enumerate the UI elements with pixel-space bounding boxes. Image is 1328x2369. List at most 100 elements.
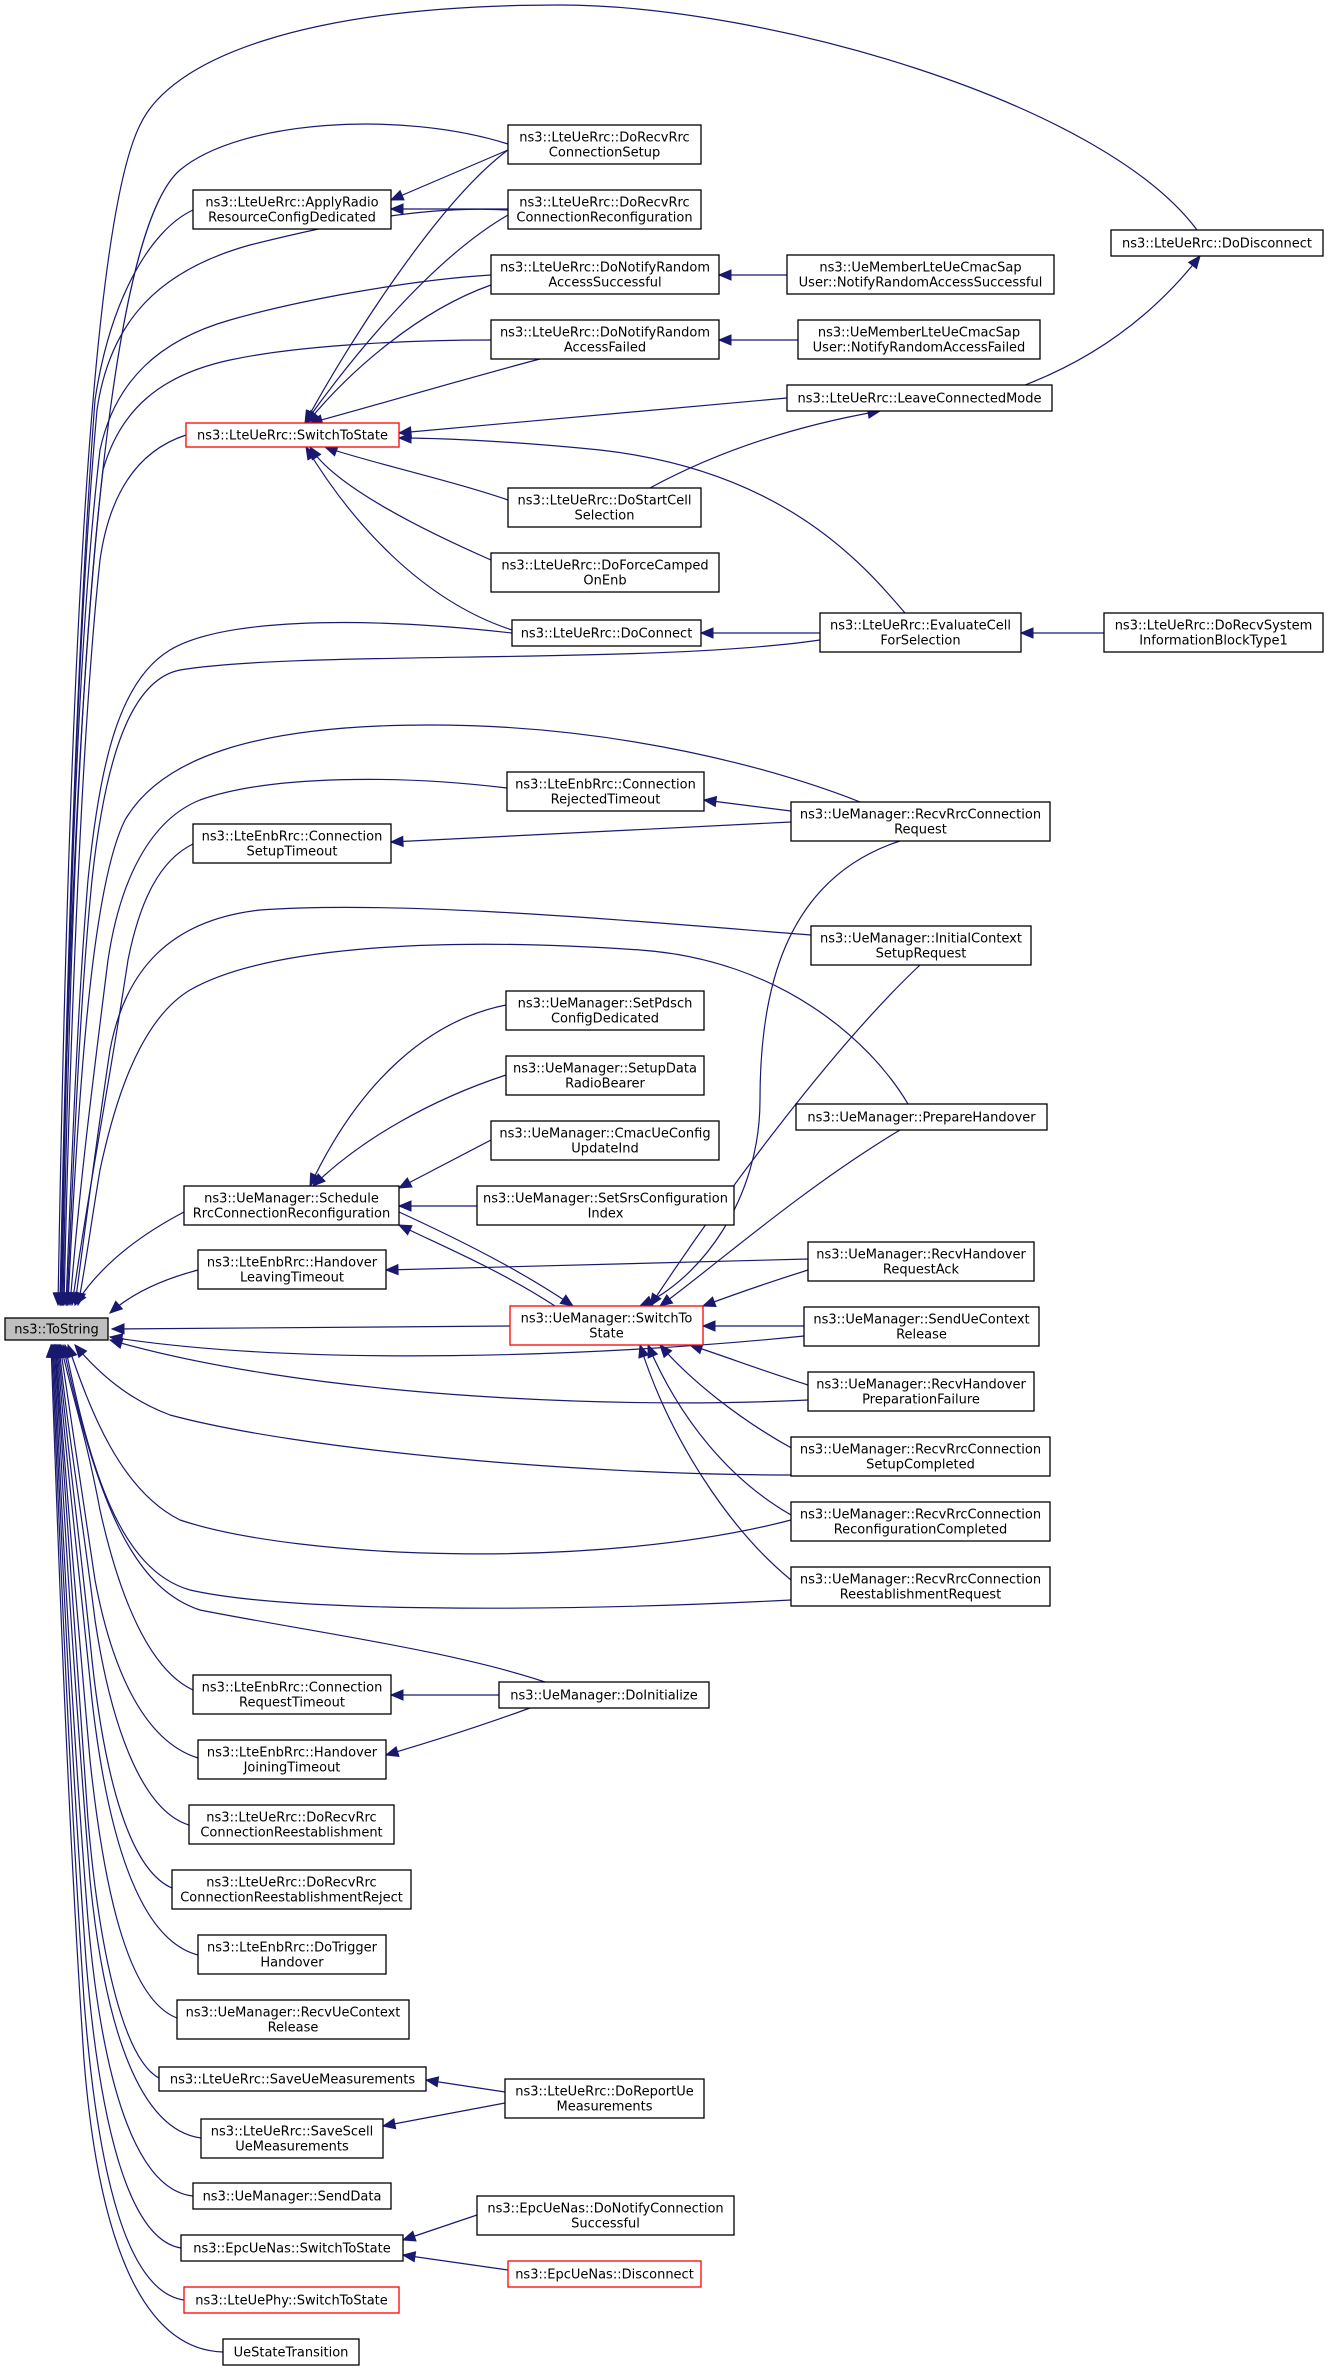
node-doRecvRrcConnReestReject[interactable]: ns3::LteUeRrc::DoRecvRrcConnectionReesta… (171, 1869, 412, 1910)
edge-doReportUeMeas-to-saveScellUeMeas (382, 2102, 506, 2127)
edge-doTriggerHandover-to-tostring (56, 1344, 199, 1956)
node-recvRrcConnSetupCompleted[interactable]: ns3::UeManager::RecvRrcConnectionSetupCo… (790, 1436, 1051, 1477)
node-connRejectedTimeout[interactable]: ns3::LteEnbRrc::ConnectionRejectedTimeou… (506, 771, 705, 812)
arrowhead-epcDoNotifyConnSucc-to-epcSwitchToState (401, 2230, 417, 2242)
node-doRecvRrcConnReconf[interactable]: ns3::LteUeRrc::DoRecvRrcConnectionReconf… (507, 189, 702, 230)
node-phySwitchToState[interactable]: ns3::LteUePhy::SwitchToState (183, 2286, 400, 2314)
node-ueSwitchToState[interactable]: ns3::LteUeRrc::SwitchToState (185, 422, 400, 448)
node-doNotifyRASucc[interactable]: ns3::LteUeRrc::DoNotifyRandomAccessSucce… (490, 254, 720, 295)
node-sendData[interactable]: ns3::UeManager::SendData (192, 2182, 392, 2210)
edge-doNotifyRASucc-to-tostring (61, 274, 492, 1306)
node-initialCtxSetup[interactable]: ns3::UeManager::InitialContextSetupReque… (810, 925, 1032, 966)
edge-connRejectedTimeout-to-tostring (69, 778, 508, 1306)
node-doDisconnect[interactable]: ns3::LteUeRrc::DoDisconnect (1110, 229, 1324, 257)
node-label-epcDoNotifyConnSucc: Successful (571, 2217, 640, 2232)
edge-recvHandoverPrepFail-to-umSwitchToState (689, 1344, 809, 1386)
node-box-doTriggerHandover (197, 1934, 387, 1975)
node-label-saveScellUeMeas: UeMeasurements (235, 2140, 349, 2155)
node-umSwitchToState[interactable]: ns3::UeManager::SwitchToState (509, 1305, 704, 1346)
node-recvHandoverPrepFail[interactable]: ns3::UeManager::RecvHandoverPreparationF… (807, 1371, 1035, 1412)
call-nodes: ns3::ToString ns3::LteUeRrc::DoDisconnect… (4, 124, 1324, 2366)
arrowhead-recvRrcConnReestReq-to-umSwitchToState (638, 1343, 650, 1359)
node-label-initialCtxSetup: SetupRequest (876, 947, 967, 962)
arrowhead-setupDataRB-to-scheduleRrcReconf (312, 1173, 326, 1187)
node-box-ueMemberSucc (786, 254, 1055, 295)
node-box-setSrsConfig (476, 1185, 735, 1226)
node-label-handoverLeavingTimeout: LeavingTimeout (240, 1271, 344, 1286)
node-leaveConnected[interactable]: ns3::LteUeRrc::LeaveConnectedMode (786, 384, 1053, 412)
arrowhead-evaluateCell-to-ueSwitchToState (397, 432, 412, 444)
node-doConnect[interactable]: ns3::LteUeRrc::DoConnect (511, 619, 702, 647)
node-doNotifyRAFail[interactable]: ns3::LteUeRrc::DoNotifyRandomAccessFaile… (490, 319, 720, 360)
arrowhead-recvRrcConnRequest-to-connSetupTimeout (389, 835, 404, 848)
node-box-doForceCamped (490, 552, 720, 593)
node-label-recvRrcConnReestReq: ns3::UeManager::RecvRrcConnection (800, 1573, 1041, 1588)
node-label-applyRadio: ResourceConfigDedicated (208, 211, 376, 226)
arrowhead-epcDisconnect-to-epcSwitchToState (401, 2251, 417, 2263)
node-label-doTriggerHandover: Handover (260, 1956, 324, 1971)
node-epcDisconnect[interactable]: ns3::EpcUeNas::Disconnect (507, 2260, 702, 2288)
edge-initialCtxSetup-to-umSwitchToState (649, 964, 921, 1307)
node-tostring[interactable]: ns3::ToString (4, 1317, 109, 1341)
edge-doInitialize-to-tostring (62, 1344, 546, 1683)
node-label-ueMemberSucc: ns3::UeMemberLteUeCmacSap (819, 261, 1021, 276)
edge-recvRrcConnReestReq-to-tostring (64, 1344, 792, 1609)
node-label-epcDisconnect: ns3::EpcUeNas::Disconnect (515, 2268, 694, 2283)
node-doInitialize[interactable]: ns3::UeManager::DoInitialize (498, 1681, 710, 1709)
arrowhead-umSwitchToState-to-scheduleRrcReconf (397, 1224, 413, 1236)
node-recvRrcConnReconfCompleted[interactable]: ns3::UeManager::RecvRrcConnectionReconfi… (790, 1501, 1051, 1542)
edge-epcDoNotifyConnSucc-to-epcSwitchToState (402, 2214, 478, 2241)
node-ueMemberSucc[interactable]: ns3::UeMemberLteUeCmacSapUser::NotifyRan… (786, 254, 1055, 295)
node-doRecvRrcConnReest[interactable]: ns3::LteUeRrc::DoRecvRrcConnectionReesta… (188, 1804, 395, 1845)
node-box-leaveConnected (786, 384, 1053, 412)
node-prepareHandover[interactable]: ns3::UeManager::PrepareHandover (795, 1103, 1048, 1131)
node-scheduleRrcReconf[interactable]: ns3::UeManager::ScheduleRrcConnectionRec… (183, 1185, 400, 1226)
node-saveUeMeas[interactable]: ns3::LteUeRrc::SaveUeMeasurements (158, 2066, 427, 2092)
node-label-doRecvSIB1: ns3::LteUeRrc::DoRecvSystem (1115, 619, 1313, 634)
node-box-sendUeCtxRelease (803, 1306, 1040, 1347)
edge-doRecvRrcConnReconf-to-ueSwitchToState (304, 214, 509, 424)
node-label-ueMemberFail: User::NotifyRandomAccessFailed (813, 341, 1026, 356)
node-recvRrcConnReestReq[interactable]: ns3::UeManager::RecvRrcConnectionReestab… (790, 1566, 1051, 1607)
edge-recvRrcConnReconfCompleted-to-umSwitchToState (647, 1344, 792, 1516)
node-box-applyRadio (192, 189, 392, 230)
arrowhead-ueMemberSucc-to-doNotifyRASucc (717, 269, 732, 281)
node-box-recvHandoverReqAck (807, 1241, 1035, 1282)
edge-doRecvRrcConnSetup-to-tostring (59, 123, 509, 1306)
edge-doConnect-to-ueSwitchToState (305, 446, 513, 631)
node-doRecvSIB1[interactable]: ns3::LteUeRrc::DoRecvSystemInformationBl… (1103, 612, 1324, 653)
edge-doConnect-to-tostring (65, 621, 513, 1306)
node-box-ueMemberFail (797, 319, 1041, 360)
node-applyRadio[interactable]: ns3::LteUeRrc::ApplyRadioResourceConfigD… (192, 189, 392, 230)
node-ueStateTransition[interactable]: UeStateTransition (222, 2338, 360, 2366)
node-box-cmacUeConfig (490, 1120, 720, 1161)
node-label-connRejectedTimeout: ns3::LteEnbRrc::Connection (515, 778, 696, 793)
node-epcSwitchToState[interactable]: ns3::EpcUeNas::SwitchToState (180, 2234, 404, 2262)
node-epcDoNotifyConnSucc[interactable]: ns3::EpcUeNas::DoNotifyConnectionSuccess… (476, 2195, 735, 2236)
node-box-doInitialize (498, 1681, 710, 1709)
arrowhead-recvHandoverPrepFail-to-tostring (108, 1337, 124, 1349)
node-ueMemberFail[interactable]: ns3::UeMemberLteUeCmacSapUser::NotifyRan… (797, 319, 1041, 360)
arrowhead-doInitialize-to-handoverJoiningTimeout (384, 1745, 400, 1757)
edge-leaveConnected-to-ueSwitchToState (398, 397, 788, 434)
arrowhead-recvRrcConnSetupCompleted-to-umSwitchToState (659, 1344, 673, 1359)
